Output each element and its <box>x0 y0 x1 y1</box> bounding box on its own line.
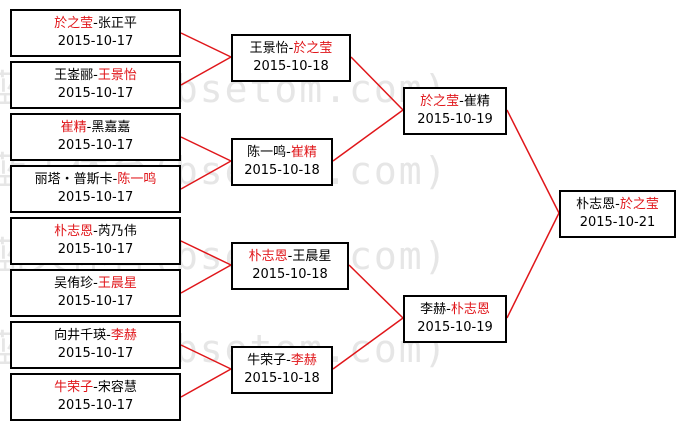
match-date: 2015-10-17 <box>57 86 134 101</box>
player-b: 於之莹 <box>619 197 659 212</box>
match-box: 王景怡-於之莹 2015-10-18 <box>231 34 351 82</box>
match-date: 2015-10-19 <box>417 320 493 335</box>
player-b: 张正平 <box>97 16 137 31</box>
connector-line <box>180 240 232 266</box>
player-b: 陈一鸣 <box>117 172 157 187</box>
connector-line <box>350 56 404 111</box>
separator: - <box>112 172 118 187</box>
player-b: 於之莹 <box>293 41 333 56</box>
match-box: 陈一鸣-崔精 2015-10-18 <box>231 138 333 186</box>
match-box: 朴志恩-王晨星 2015-10-18 <box>231 242 349 290</box>
player-a: 朴志恩 <box>248 249 288 264</box>
connector-line <box>180 32 232 58</box>
separator: - <box>459 94 464 109</box>
connector-line <box>180 368 232 398</box>
player-b: 崔精 <box>290 145 317 160</box>
match-date: 2015-10-17 <box>57 190 134 205</box>
separator: - <box>93 68 98 83</box>
player-a: 崔精 <box>60 120 87 135</box>
player-b: 崔精 <box>463 94 490 109</box>
match-date: 2015-10-17 <box>57 242 134 257</box>
player-a: 丽塔・普斯卡 <box>34 172 113 187</box>
match-date: 2015-10-17 <box>57 346 134 361</box>
separator: - <box>93 380 98 395</box>
match-box: 朴志恩-芮乃伟 2015-10-17 <box>10 217 181 265</box>
match-box: 於之莹-崔精 2015-10-19 <box>403 87 507 135</box>
separator: - <box>615 197 620 212</box>
player-b: 朴志恩 <box>450 302 490 317</box>
connector-line <box>332 109 404 162</box>
match-date: 2015-10-17 <box>57 34 134 49</box>
player-a: 朴志恩 <box>576 197 616 212</box>
separator: - <box>446 302 451 317</box>
match-date: 2015-10-18 <box>244 163 320 178</box>
separator: - <box>93 276 98 291</box>
separator: - <box>86 120 92 135</box>
separator: - <box>286 145 291 160</box>
match-box: 牛荣子-宋容慧 2015-10-17 <box>10 373 181 421</box>
match-box: 王崟郦-王景怡 2015-10-17 <box>10 61 181 109</box>
player-a: 王崟郦 <box>54 68 94 83</box>
player-a: 牛荣子 <box>54 380 94 395</box>
player-b: 黑嘉嘉 <box>91 120 131 135</box>
connector-line <box>348 264 404 319</box>
connector-line <box>180 344 232 370</box>
player-a: 朴志恩 <box>54 224 94 239</box>
player-b: 芮乃伟 <box>97 224 137 239</box>
connector-line <box>180 264 232 294</box>
match-date: 2015-10-17 <box>57 398 134 413</box>
match-date: 2015-10-18 <box>252 267 328 282</box>
match-box: 向井千瑛-李赫 2015-10-17 <box>10 321 181 369</box>
player-a: 牛荣子 <box>247 353 287 368</box>
match-date: 2015-10-21 <box>579 215 656 230</box>
connector-line <box>332 317 404 370</box>
match-box: 崔精-黑嘉嘉 2015-10-17 <box>10 113 181 161</box>
player-b: 宋容慧 <box>97 380 137 395</box>
player-b: 王晨星 <box>97 276 137 291</box>
player-b: 李赫 <box>110 328 137 343</box>
match-date: 2015-10-18 <box>253 59 329 74</box>
separator: - <box>287 249 293 264</box>
player-b: 王晨星 <box>292 249 332 264</box>
player-b: 李赫 <box>290 353 317 368</box>
match-date: 2015-10-17 <box>57 138 134 153</box>
connector-line <box>506 212 560 319</box>
match-box: 李赫-朴志恩 2015-10-19 <box>403 295 507 343</box>
separator: - <box>93 224 98 239</box>
player-a: 李赫 <box>420 302 447 317</box>
separator: - <box>286 353 291 368</box>
player-b: 王景怡 <box>97 68 137 83</box>
connector-line <box>180 56 232 86</box>
separator: - <box>288 41 294 56</box>
match-box: 丽塔・普斯卡-陈一鸣 2015-10-17 <box>10 165 181 213</box>
match-box: 吴侑珍-王晨星 2015-10-17 <box>10 269 181 317</box>
player-a: 陈一鸣 <box>247 145 287 160</box>
match-box: 牛荣子-李赫 2015-10-18 <box>231 346 333 394</box>
match-date: 2015-10-19 <box>417 112 493 127</box>
match-date: 2015-10-18 <box>244 371 320 386</box>
player-a: 王景怡 <box>249 41 289 56</box>
match-box: 於之莹-张正平 2015-10-17 <box>10 9 181 57</box>
connector-line <box>180 160 232 190</box>
player-a: 於之莹 <box>420 94 460 109</box>
player-a: 於之莹 <box>54 16 94 31</box>
match-date: 2015-10-17 <box>57 294 134 309</box>
player-a: 吴侑珍 <box>54 276 94 291</box>
separator: - <box>106 328 111 343</box>
separator: - <box>93 16 98 31</box>
connector-line <box>180 136 232 162</box>
connector-line <box>506 109 560 214</box>
player-a: 向井千瑛 <box>54 328 107 343</box>
final-match-box: 朴志恩-於之莹 2015-10-21 <box>559 190 676 238</box>
